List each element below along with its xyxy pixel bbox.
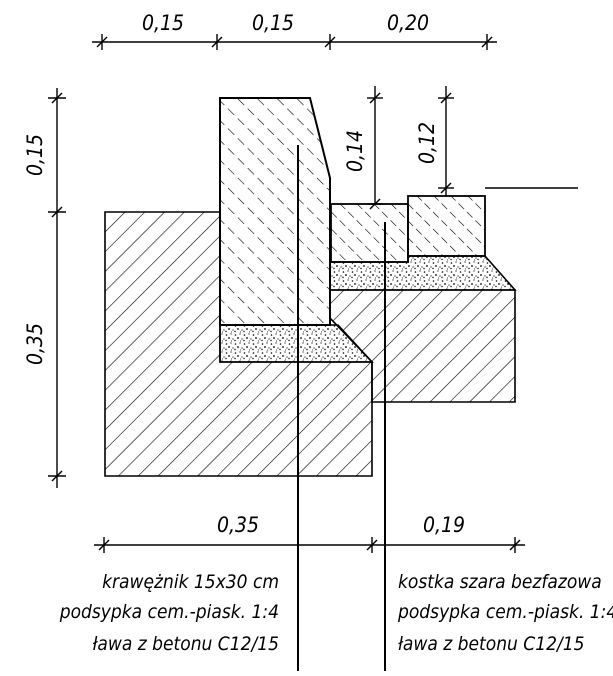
dim-top-2: 0,15 <box>252 11 294 35</box>
top-dimension-line <box>92 34 497 50</box>
dim-inner-1: 0,14 <box>343 130 367 172</box>
paving-block-low <box>330 203 409 263</box>
label-curb-bedding: podsypka cem.-piask. 1:4 <box>59 601 279 623</box>
dim-bottom-2: 0,19 <box>423 513 465 537</box>
dim-left-1: 0,15 <box>23 134 47 176</box>
label-paving-bench: ława z betonu C12/15 <box>398 633 584 655</box>
bottom-dimension-line <box>94 537 525 553</box>
label-paving-bedding: podsypka cem.-piask. 1:4 <box>397 601 613 623</box>
left-dimension-line <box>48 88 66 488</box>
dim-top-3: 0,20 <box>387 11 429 35</box>
curb-stone <box>219 97 331 326</box>
dim-top-1: 0,15 <box>142 11 184 35</box>
paving-block-high <box>407 195 486 257</box>
label-curb: krawężnik 15x30 cm <box>102 571 279 593</box>
dim-inner-2: 0,12 <box>415 122 439 164</box>
dim-bottom-1: 0,35 <box>217 513 259 537</box>
dim-left-2: 0,35 <box>23 323 47 365</box>
label-curb-bench: ława z betonu C12/15 <box>93 633 279 655</box>
inner-dimension-lines <box>367 86 454 210</box>
label-paving: kostka szara bezfazowa <box>398 571 602 593</box>
